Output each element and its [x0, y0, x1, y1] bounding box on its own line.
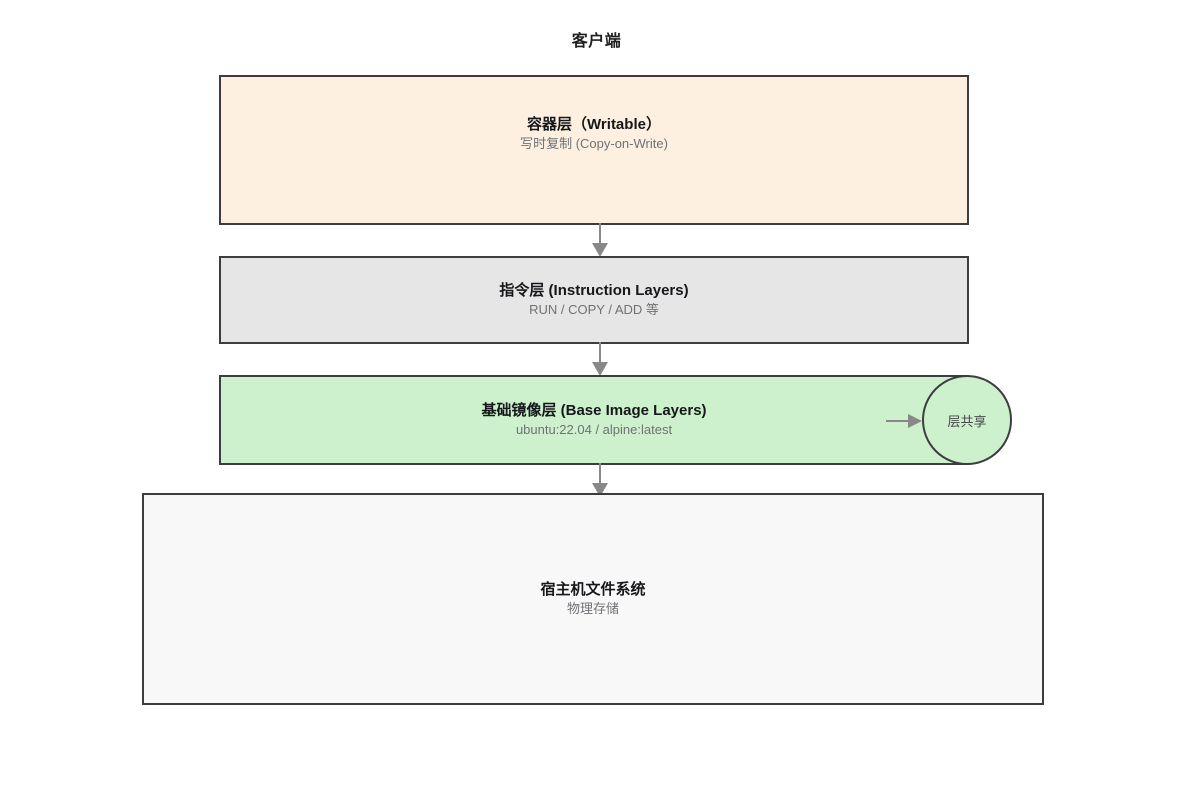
connector-container-to-instruction	[592, 223, 608, 257]
layer-share-label: 层共享	[947, 413, 987, 429]
base-image-layer-subtitle: ubuntu:22.04 / alpine:latest	[515, 422, 673, 438]
host-filesystem-title: 宿主机文件系统	[540, 580, 646, 598]
host-filesystem-subtitle: 物理存储	[566, 601, 619, 617]
base-image-layer-title: 基础镜像层 (Base Image Layers)	[481, 401, 707, 419]
diagram-title: 客户端	[571, 33, 622, 50]
container-layer-text-group: 容器层（Writable） 写时复制 (Copy-on-Write)	[520, 116, 668, 153]
node-layer-share: 层共享	[922, 375, 1012, 465]
container-layer-subtitle: 写时复制 (Copy-on-Write)	[520, 136, 668, 152]
instruction-layer-title: 指令层 (Instruction Layers)	[499, 281, 689, 299]
instruction-layer-subtitle: RUN / COPY / ADD 等	[529, 302, 659, 318]
layer-box-base-image-layer: 基础镜像层 (Base Image Layers) ubuntu:22.04 /…	[219, 375, 969, 465]
layer-box-instruction-layer: 指令层 (Instruction Layers) RUN / COPY / AD…	[219, 256, 969, 344]
layer-box-host-filesystem: 宿主机文件系统 物理存储	[142, 493, 1044, 705]
container-layer-title: 容器层（Writable）	[527, 115, 661, 133]
layer-box-container-layer: 容器层（Writable） 写时复制 (Copy-on-Write)	[219, 75, 969, 225]
connector-instruction-to-base-image	[592, 342, 608, 376]
